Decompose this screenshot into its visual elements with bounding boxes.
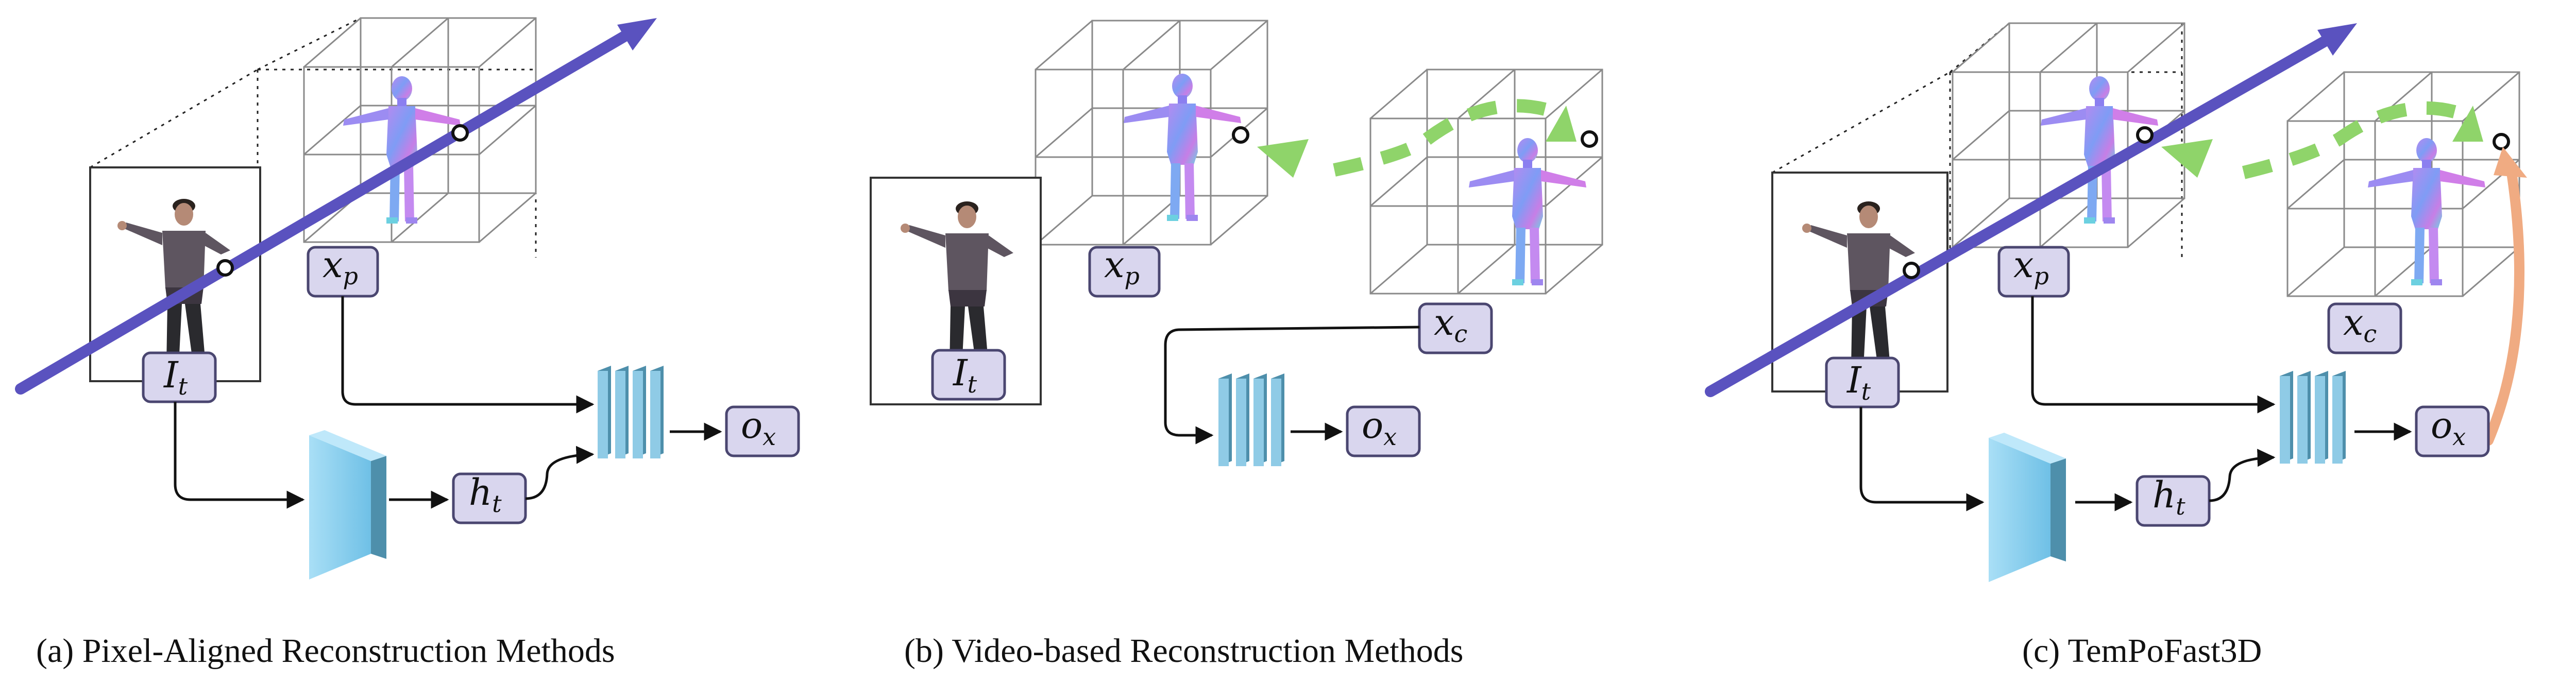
- svg-text:ox: ox: [2431, 404, 2466, 451]
- query-point: [2136, 126, 2154, 144]
- mlp-decoder: [598, 366, 664, 458]
- node-image: It: [931, 349, 1006, 401]
- pixel-point: [216, 259, 234, 277]
- node-point: xp: [1088, 244, 1161, 298]
- caption: (a) Pixel-Aligned Reconstruction Methods: [36, 632, 615, 670]
- pixel-point: [1903, 262, 1920, 279]
- node-output: ox: [1346, 404, 1421, 457]
- canonical-human: [1469, 138, 1586, 285]
- normal-map-human: [1124, 74, 1241, 221]
- svg-text:It: It: [163, 354, 188, 400]
- query-point: [1232, 126, 1249, 144]
- caption: (b) Video-based Reconstruction Methods: [904, 632, 1463, 670]
- connections: [174, 296, 722, 509]
- image-encoder: [1989, 433, 2066, 582]
- ray-arrowhead: [2317, 23, 2357, 56]
- canonical-warp-arrow: [2161, 101, 2483, 179]
- mlp-decoder: [1218, 373, 1284, 466]
- svg-text:xc: xc: [2343, 301, 2377, 348]
- svg-text:xp: xp: [323, 244, 358, 290]
- svg-text:It: It: [952, 352, 977, 398]
- node-canonical: xc: [2327, 301, 2402, 354]
- svg-text:xp: xp: [1104, 244, 1140, 290]
- svg-text:It: It: [1846, 359, 1871, 405]
- connections: [1859, 296, 2412, 512]
- svg-text:ox: ox: [1362, 404, 1397, 451]
- feedback-arrow: [2483, 147, 2527, 446]
- camera-ray: [1705, 30, 2340, 397]
- panel-a: It xp ht ox (a) Pixel-Aligned Reconstruc…: [15, 17, 800, 670]
- svg-text:ox: ox: [741, 404, 776, 451]
- svg-text:ht: ht: [2153, 474, 2185, 520]
- svg-text:xp: xp: [2013, 244, 2049, 290]
- node-output: ox: [725, 404, 800, 457]
- node-canonical: xc: [1418, 301, 1493, 354]
- panel-b: It xp xc ox (b) Video-based Reconstructi…: [870, 20, 1603, 670]
- image-encoder: [309, 430, 386, 579]
- connections: [1164, 326, 1420, 445]
- canonical-point: [1581, 130, 1598, 148]
- svg-text:ht: ht: [469, 471, 502, 518]
- caption: (c) TemPoFast3D: [2022, 632, 2262, 670]
- node-point: xp: [307, 244, 379, 298]
- node-image: It: [142, 351, 217, 403]
- mlp-decoder: [2280, 371, 2346, 464]
- node-output: ox: [2415, 404, 2490, 457]
- panel-c: It xp xc ht ox (c) TemPoFast3D: [1705, 22, 2527, 670]
- canonical-warp-arrow: [1257, 99, 1577, 178]
- node-image: It: [1825, 356, 1900, 408]
- ray-arrowhead: [617, 18, 657, 50]
- node-hidden: ht: [2136, 474, 2211, 527]
- camera-ray: [15, 25, 639, 395]
- node-point: xp: [1997, 244, 2070, 298]
- svg-text:xc: xc: [1434, 301, 1467, 348]
- canonical-point: [2493, 133, 2510, 150]
- query-point: [451, 124, 469, 142]
- node-hidden: ht: [452, 471, 527, 524]
